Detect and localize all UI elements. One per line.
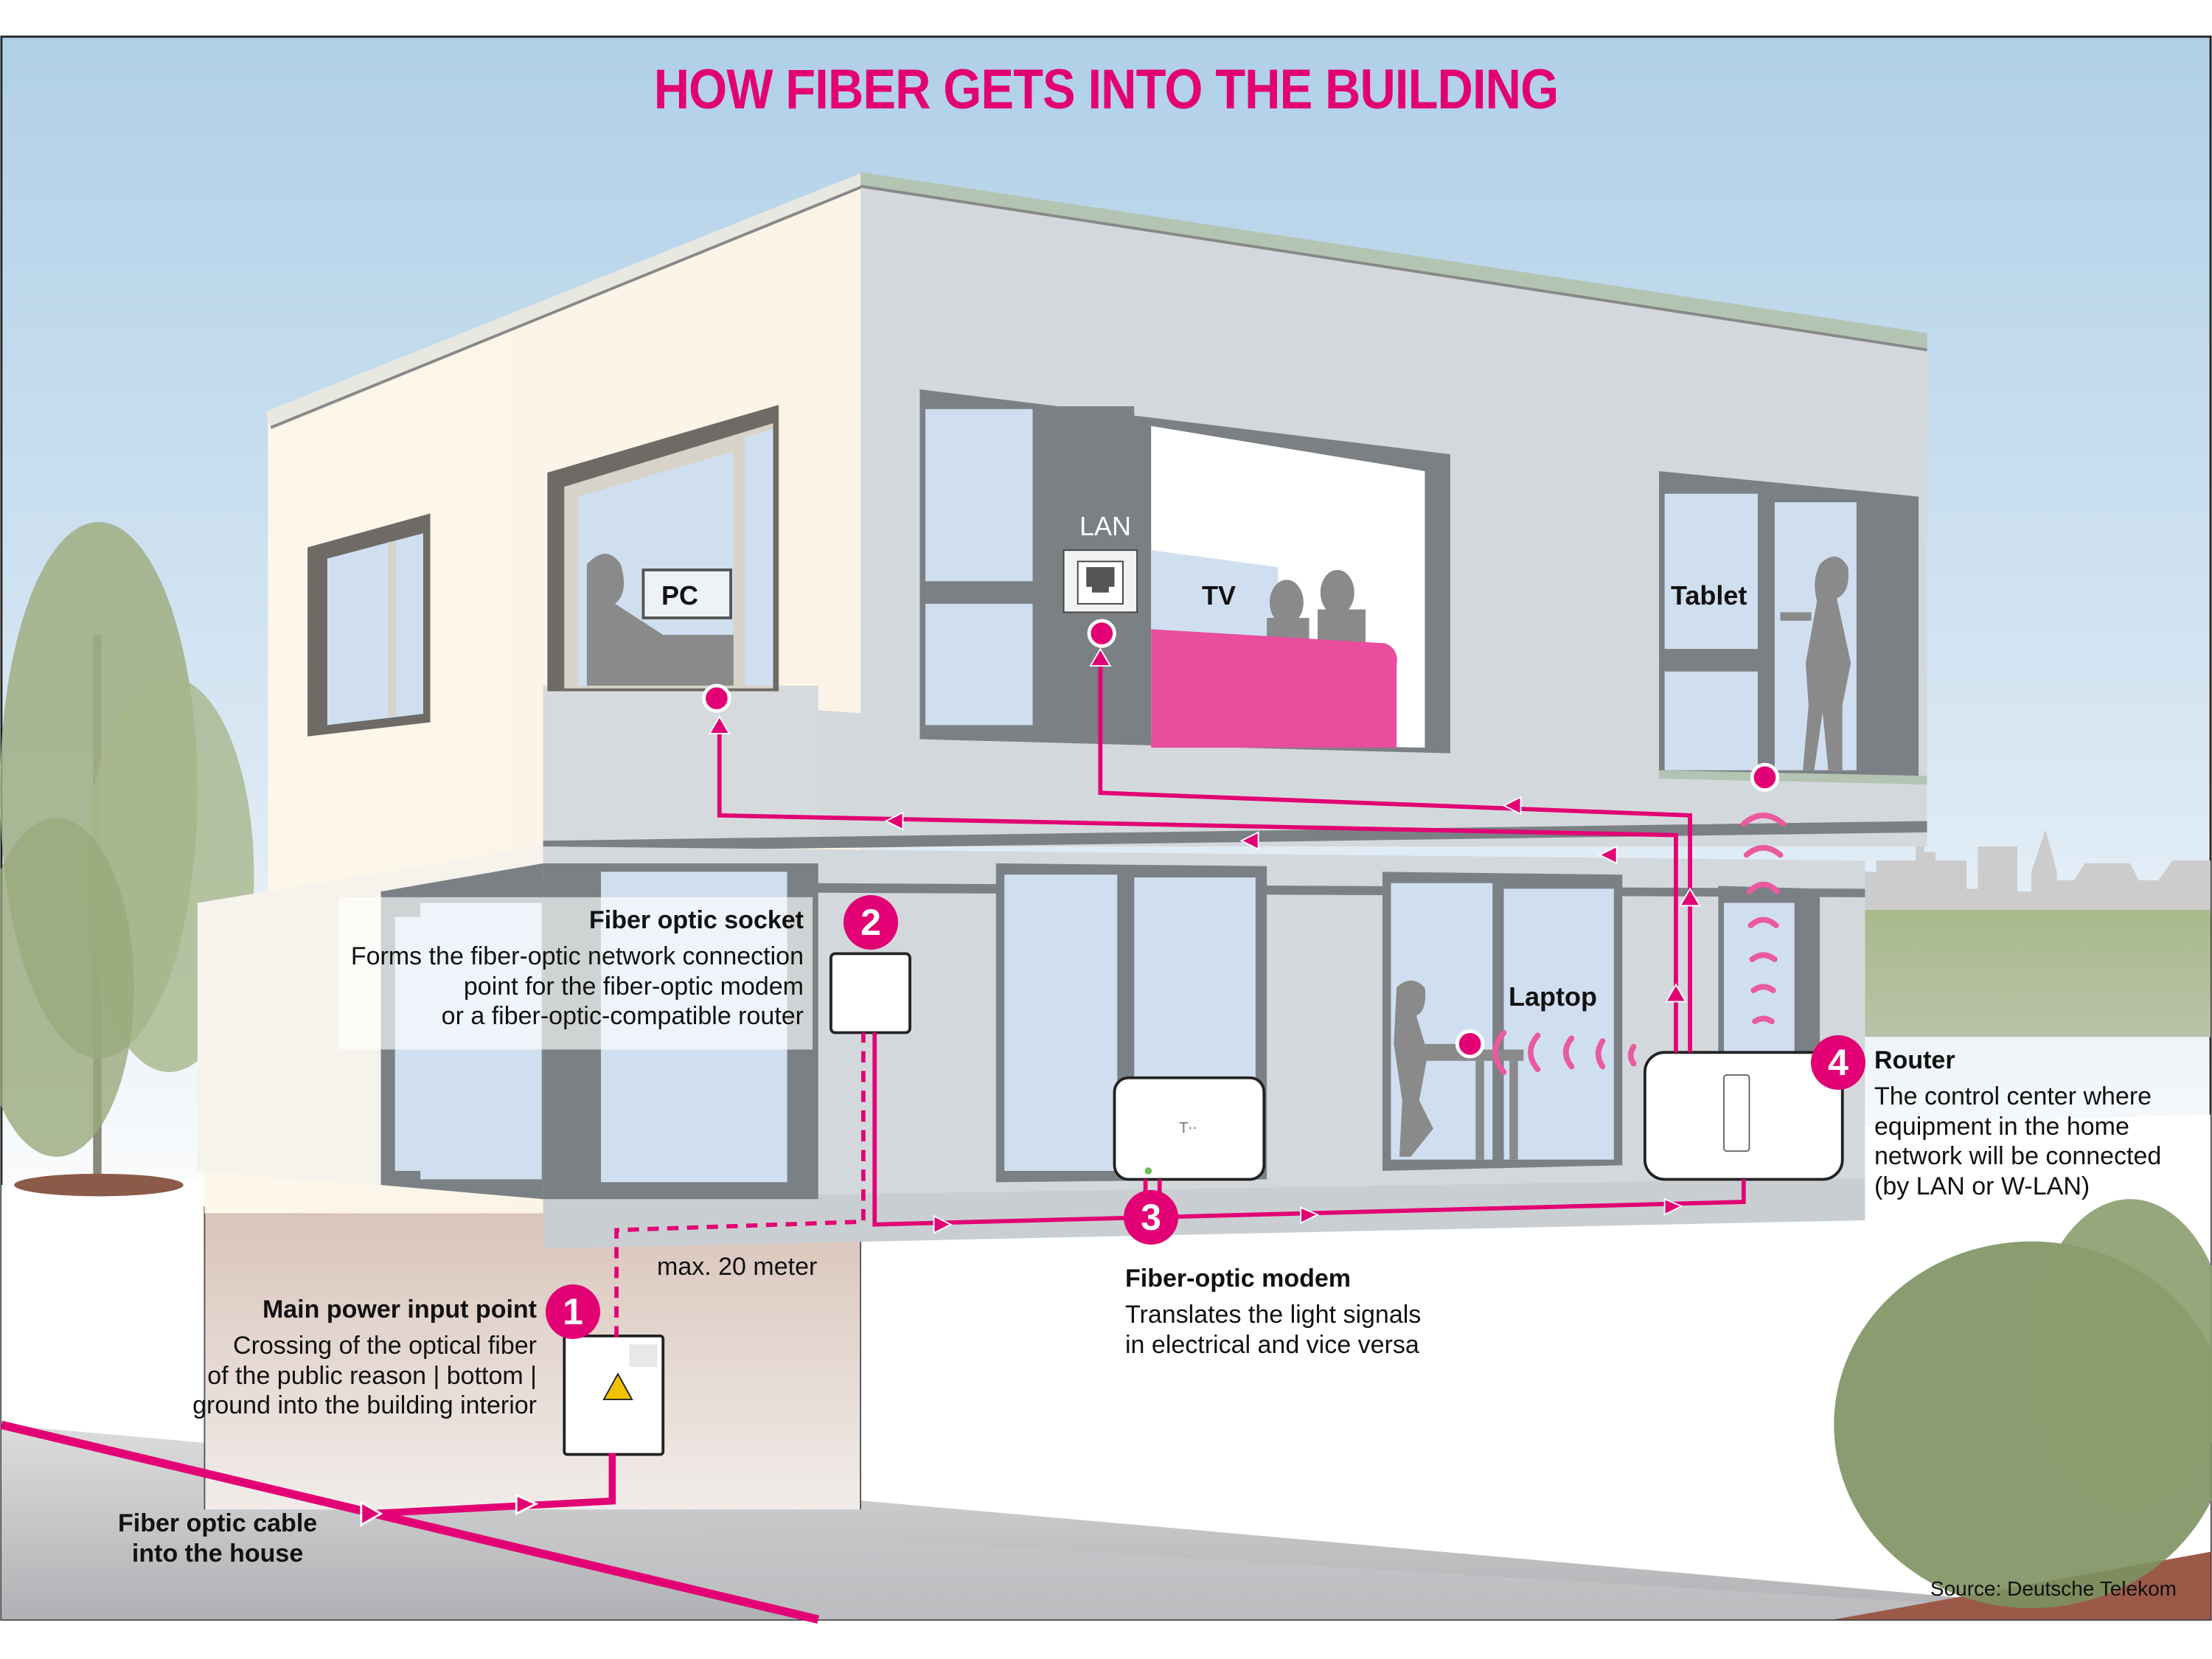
step-1-caption: Main power input point Crossing of the o…: [192, 1295, 537, 1421]
device-label-tv: TV: [1202, 580, 1237, 611]
cable-label-line-1: Fiber optic cable: [118, 1509, 318, 1537]
step-badge-3: 3: [1124, 1190, 1178, 1245]
svg-text:T··: T··: [1178, 1119, 1197, 1136]
step-3-line-1: Translates the light signals: [1125, 1300, 1422, 1329]
page-title: HOW FIBER GETS INTO THE BUILDING: [653, 58, 1559, 121]
step-2-line-2: point for the fiber-optic modem: [463, 972, 804, 1001]
step-4-caption: Router The control center where equipmen…: [1874, 1046, 2161, 1202]
step-1-heading: Main power input point: [262, 1295, 537, 1324]
step-4-line-4: (by LAN or W-LAN): [1874, 1172, 2090, 1201]
step-badge-2: 2: [844, 895, 898, 950]
step-1-line-2: of the public reason | bottom |: [207, 1361, 537, 1390]
step-4-line-1: The control center where: [1874, 1082, 2152, 1110]
step-1-line-1: Crossing of the optical fiber: [233, 1331, 537, 1360]
step-1-line-3: ground into the building interior: [192, 1391, 537, 1420]
device-label-pc: PC: [661, 580, 699, 611]
step-2-heading: Fiber optic socket: [589, 906, 804, 934]
step-4-line-2: equipment in the home: [1874, 1112, 2129, 1141]
step-3-line-2: in electrical and vice versa: [1125, 1330, 1419, 1359]
cable-label-line-2: into the house: [131, 1539, 304, 1568]
step-badge-1: 1: [546, 1284, 600, 1339]
source-credit: Source: Deutsche Telekom: [1930, 1577, 2177, 1600]
step-2-line-1: Forms the fiber-optic network connection: [350, 942, 804, 970]
device-label-laptop: Laptop: [1509, 981, 1597, 1012]
device-label-tablet: Tablet: [1671, 580, 1747, 611]
step-3-heading: Fiber-optic modem: [1125, 1265, 1352, 1293]
cable-label: Fiber optic cable into the house: [118, 1509, 317, 1569]
step-4-line-3: network will be connected: [1874, 1142, 2162, 1171]
step-2-caption: Fiber optic socket Forms the fiber-optic…: [351, 905, 804, 1032]
step-3-caption: Fiber-optic modem Translates the light s…: [1125, 1264, 1421, 1360]
step-4-heading: Router: [1874, 1046, 1955, 1074]
step-badge-4: 4: [1811, 1035, 1865, 1090]
step-2-line-3: or a fiber-optic-compatible router: [441, 1002, 804, 1031]
distance-note: max. 20 meter: [657, 1253, 818, 1281]
device-label-lan: LAN: [1079, 511, 1132, 541]
